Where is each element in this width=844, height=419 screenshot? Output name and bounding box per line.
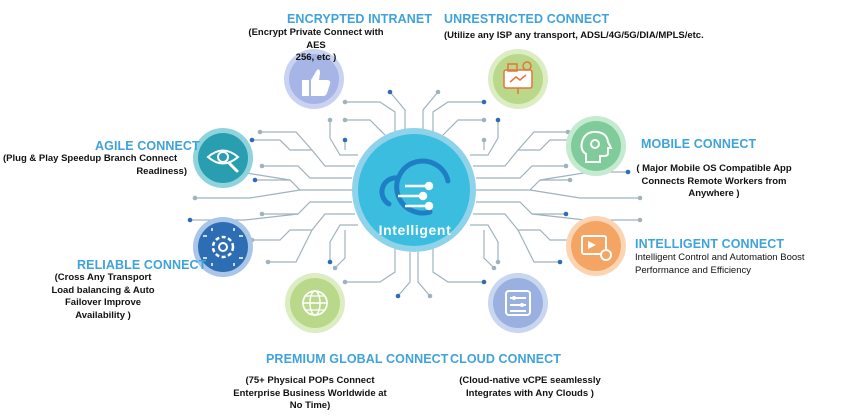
circuit-node-dot bbox=[495, 259, 501, 265]
circuit-trace bbox=[260, 131, 313, 151]
circuit-trace bbox=[473, 213, 574, 241]
circuit-node-dot bbox=[332, 265, 338, 271]
agile-connect-description: (Plug & Play Speedup Branch Connect Read… bbox=[3, 153, 187, 177]
circuit-node-dot bbox=[342, 137, 348, 143]
circuit-trace bbox=[255, 179, 352, 191]
circuit-node-dot bbox=[557, 259, 563, 265]
cloud-network-icon bbox=[379, 158, 451, 216]
circuit-trace bbox=[397, 252, 411, 297]
slider-panel-icon bbox=[488, 273, 548, 333]
circuit-trace bbox=[252, 213, 355, 241]
circuit-trace bbox=[470, 224, 499, 262]
circuit-trace bbox=[476, 165, 566, 179]
circuit-trace bbox=[190, 213, 299, 221]
circuit-node-dot bbox=[259, 211, 265, 217]
cloud-connect-description: (Cloud-native vCPE seamlessly Integrates… bbox=[459, 375, 601, 399]
circuit-trace bbox=[517, 229, 560, 263]
circuit-trace bbox=[268, 229, 313, 263]
cloud-connect-title: CLOUD CONNECT bbox=[450, 352, 562, 366]
media-settings-icon bbox=[566, 216, 626, 276]
circuit-node-dot bbox=[563, 211, 569, 217]
gear-circuit-icon bbox=[193, 217, 253, 277]
head-gears-icon bbox=[566, 116, 626, 176]
circuit-trace bbox=[329, 120, 358, 156]
circuit-node-dot bbox=[495, 117, 501, 123]
thumbs-up-icon bbox=[284, 49, 344, 109]
circuit-node-dot bbox=[257, 129, 263, 135]
circuit-trace bbox=[470, 120, 499, 156]
reliable-connect-description: (Cross Any Transport Load balancing & Au… bbox=[51, 272, 155, 321]
reliable-connect-title: RELIABLE CONNECT bbox=[77, 258, 207, 272]
circuit-trace bbox=[195, 189, 301, 199]
circuit-trace bbox=[432, 101, 484, 132]
circuit-node-dot bbox=[342, 279, 348, 285]
circuit-node-dot bbox=[481, 117, 487, 123]
intelligent-connect-title: INTELLIGENT CONNECT bbox=[635, 237, 785, 251]
circuit-trace bbox=[345, 248, 396, 283]
unrestricted-connect-title: UNRESTRICTED CONNECT bbox=[444, 12, 610, 26]
circuit-node-dot bbox=[252, 177, 258, 183]
circuit-node-dot bbox=[395, 293, 401, 299]
circuit-node-dot bbox=[563, 163, 569, 169]
circuit-trace bbox=[262, 165, 352, 179]
circuit-trace bbox=[529, 189, 640, 199]
agile-connect-title: AGILE CONNECT bbox=[95, 139, 200, 153]
circuit-trace bbox=[442, 119, 484, 136]
mobile-connect-title: MOBILE CONNECT bbox=[641, 137, 757, 151]
circuit-trace bbox=[432, 248, 484, 283]
circuit-node-dot bbox=[259, 163, 265, 169]
circuit-node-dot bbox=[249, 137, 255, 143]
desk-monitor-icon bbox=[488, 49, 548, 109]
mobile-connect-description: ( Major Mobile OS Compatible App Connect… bbox=[636, 163, 792, 199]
circuit-node-dot bbox=[481, 99, 487, 105]
circuit-node-dot bbox=[637, 195, 643, 201]
circuit-node-dot bbox=[327, 259, 333, 265]
circuit-trace bbox=[262, 201, 352, 215]
circuit-node-dot bbox=[342, 99, 348, 105]
circuit-node-dot bbox=[567, 177, 573, 183]
circuit-trace bbox=[345, 101, 396, 132]
circuit-trace bbox=[389, 91, 406, 130]
circuit-node-dot bbox=[265, 259, 271, 265]
premium-global-connect-description: (75+ Physical POPs Connect Enterprise Bu… bbox=[233, 375, 387, 411]
circuit-trace bbox=[252, 139, 355, 167]
circuit-trace bbox=[473, 139, 574, 167]
circuit-node-dot bbox=[481, 137, 487, 143]
network-nodes-icon bbox=[398, 181, 434, 211]
circuit-trace bbox=[417, 252, 431, 297]
circuit-trace bbox=[476, 179, 570, 191]
encrypted-intranet-title: ENCRYPTED INTRANET bbox=[287, 12, 433, 26]
eye-magnifier-icon bbox=[193, 128, 253, 188]
circuit-node-dot bbox=[187, 217, 193, 223]
circuit-trace bbox=[329, 224, 358, 262]
circuit-node-dot bbox=[435, 89, 441, 95]
circuit-node-dot bbox=[481, 279, 487, 285]
unrestricted-connect-description: (Utilize any ISP any transport, ADSL/4G/… bbox=[444, 30, 704, 41]
circuit-trace bbox=[517, 131, 568, 151]
circuit-trace bbox=[422, 91, 439, 130]
hub-circle bbox=[358, 134, 470, 246]
circuit-trace bbox=[345, 119, 386, 136]
premium-global-connect-title: PREMIUM GLOBAL CONNECT bbox=[266, 352, 449, 366]
circuit-node-dot bbox=[625, 169, 631, 175]
circuit-trace bbox=[483, 230, 495, 269]
circuit-node-dot bbox=[387, 89, 393, 95]
hub-label: Intelligent bbox=[378, 222, 452, 238]
circuit-trace bbox=[334, 230, 346, 269]
circuit-trace bbox=[476, 201, 566, 215]
intelligent-connect-description: Intelligent Control and Automation Boost… bbox=[635, 252, 805, 276]
circuit-node-dot bbox=[637, 217, 643, 223]
globe-icon bbox=[285, 273, 345, 333]
circuit-node-dot bbox=[327, 117, 333, 123]
circuit-node-dot bbox=[342, 117, 348, 123]
encrypted-intranet-description: (Encrypt Private Connect with AES 256, e… bbox=[248, 27, 384, 63]
circuit-node-dot bbox=[491, 265, 497, 271]
circuit-node-dot bbox=[427, 293, 433, 299]
circuit-node-dot bbox=[192, 195, 198, 201]
